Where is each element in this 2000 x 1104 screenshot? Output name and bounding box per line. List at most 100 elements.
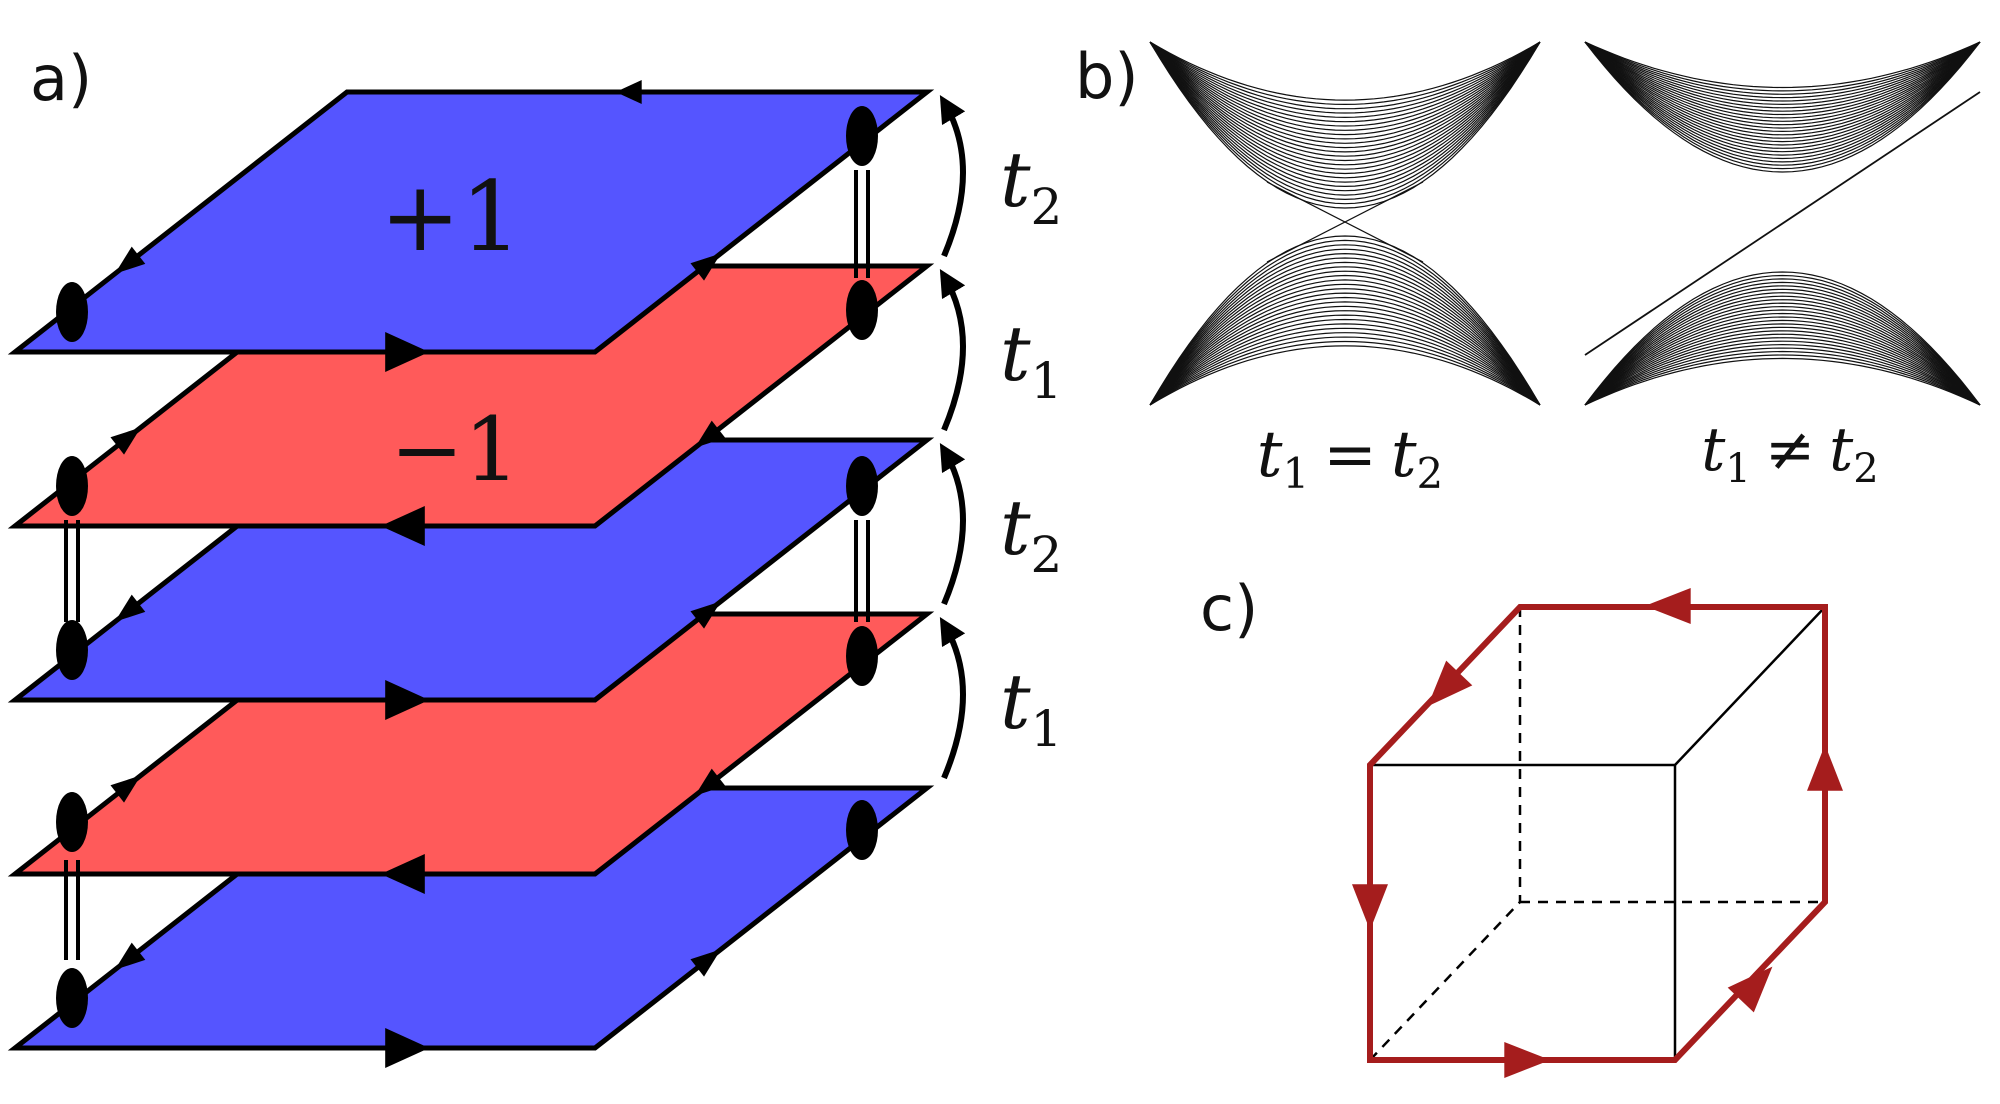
edge-arrow (690, 601, 721, 629)
band-line (1149, 301, 1541, 406)
band-line (1584, 41, 1981, 122)
band-line (1149, 279, 1541, 406)
cut-dot (56, 620, 88, 680)
band-line (1149, 41, 1541, 101)
band-line (1584, 274, 1981, 406)
edge-arrow (694, 768, 726, 796)
band-line (1584, 41, 1981, 99)
layer-sheet (7, 776, 935, 1068)
cut-dot (56, 968, 88, 1028)
band-line (1584, 354, 1981, 406)
edge-arrow (114, 594, 146, 622)
band-line (1149, 41, 1541, 131)
band-line (1149, 41, 1541, 114)
band-line (1584, 319, 1981, 406)
hopping-arrow (939, 95, 966, 258)
band-line (1584, 41, 1981, 95)
band-line (1584, 278, 1981, 406)
charge-label-plus: +1 (380, 161, 522, 273)
band-line (1149, 41, 1541, 149)
band-line (1149, 41, 1541, 157)
band-line (1584, 41, 1981, 92)
band-line (1149, 327, 1541, 406)
band-line (1149, 292, 1541, 406)
band-line (1584, 305, 1981, 406)
cube-edge (1674, 606, 1826, 766)
band-line (1584, 312, 1981, 406)
band-line (1149, 41, 1541, 144)
band-line (1149, 336, 1541, 406)
band-line (1584, 41, 1981, 163)
loop-arrow (1427, 660, 1473, 707)
band-line (1149, 318, 1541, 406)
cube-edge-hidden (1369, 901, 1521, 1061)
cut-dot (56, 282, 88, 342)
hopping-label: t1 (1000, 309, 1062, 410)
band-line (1584, 41, 1981, 119)
band-line (1584, 41, 1981, 139)
edge-arrow (615, 80, 642, 104)
band-line (1149, 41, 1541, 123)
band-line (1149, 261, 1541, 406)
band-line (1584, 330, 1981, 406)
band-line (1584, 41, 1981, 129)
band-line (1149, 41, 1541, 201)
edge-arrow (110, 427, 141, 455)
band-line (1584, 41, 1981, 146)
loop-arrow (1807, 744, 1843, 791)
cut-dot (56, 456, 88, 516)
loop-arrow (1352, 884, 1388, 931)
charge-label-minus: −1 (390, 398, 520, 501)
hopping-label: t2 (1000, 483, 1062, 584)
band-line (1584, 41, 1981, 143)
band-line (1584, 340, 1981, 406)
cut-dot (846, 280, 878, 340)
band-line (1149, 41, 1541, 196)
band-line (1584, 41, 1981, 126)
band-line (1149, 266, 1541, 406)
edge-arrow (380, 854, 425, 894)
band-line (1149, 296, 1541, 406)
band-line (1149, 248, 1541, 406)
band-line (1149, 41, 1541, 136)
edge-arrow (385, 1028, 430, 1068)
band-line (1149, 345, 1541, 406)
band-line (1584, 41, 1981, 153)
band-line (1584, 41, 1981, 149)
edge-arrow (385, 332, 430, 372)
band-line (1584, 288, 1981, 406)
band-line (1584, 41, 1981, 133)
band-line (1584, 323, 1981, 406)
edge-arrow (380, 506, 425, 546)
band-line (1584, 41, 1981, 166)
band-line (1149, 41, 1541, 179)
loop-path (1367, 604, 1828, 1063)
band-line (1149, 41, 1541, 205)
band-line (1584, 41, 1981, 160)
band-line (1149, 41, 1541, 162)
band-line (1584, 41, 1981, 173)
band-line (1584, 41, 1981, 116)
band-line (1149, 252, 1541, 406)
edge-arrow (690, 949, 721, 977)
loop-arrow (1644, 588, 1691, 624)
band-line (1584, 343, 1981, 406)
layers (7, 80, 935, 1068)
band-line (1584, 350, 1981, 406)
band-line (1149, 41, 1541, 170)
edge-arrow (385, 680, 430, 720)
band-line (1149, 41, 1541, 153)
band-line (1584, 41, 1981, 136)
band-line (1584, 41, 1981, 89)
band-line (1584, 41, 1981, 106)
band-line (1584, 41, 1981, 112)
band-line (1149, 244, 1541, 406)
band-line (1149, 305, 1541, 406)
edge-arrow (110, 775, 141, 803)
edge-state-line (1266, 181, 1424, 263)
band-line (1149, 310, 1541, 406)
band-line (1584, 295, 1981, 406)
band-line (1584, 299, 1981, 406)
